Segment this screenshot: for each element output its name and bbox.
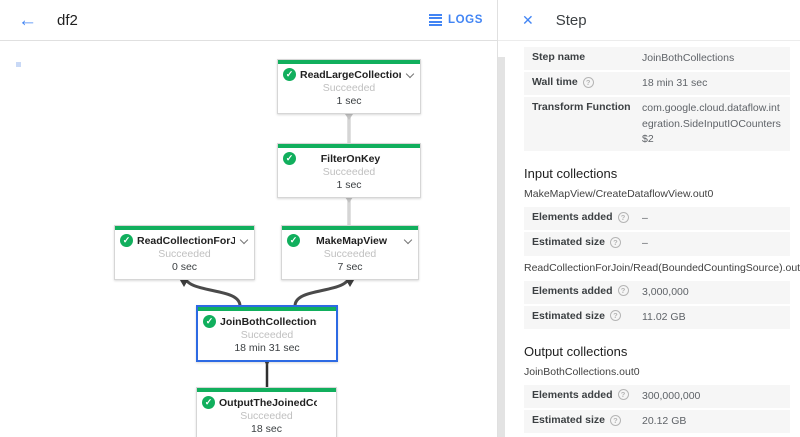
success-check-icon: ✓: [287, 234, 300, 247]
graph-node-readcollectionforjoin[interactable]: ✓ ReadCollectionForJoin Succeeded 0 sec: [114, 225, 255, 280]
row-value: com.google.cloud.dataflow.integration.Si…: [642, 102, 781, 145]
graph-node-makemapview[interactable]: ✓ MakeMapView Succeeded 7 sec: [281, 225, 419, 280]
row-label: Transform Function: [532, 101, 631, 114]
node-title: ReadLargeCollectionFr...: [300, 68, 401, 81]
summary-row-step-name: Step name JoinBothCollections: [524, 47, 790, 71]
node-status: Succeeded: [323, 248, 377, 260]
metric-row: Estimated size ? –: [524, 232, 790, 256]
row-value: 300,000,000: [642, 389, 701, 402]
row-label: Elements added: [532, 284, 613, 297]
job-title: df2: [57, 11, 78, 29]
panel-scrollbar[interactable]: [498, 57, 505, 437]
metric-row: Elements added ? 300,000,000: [524, 384, 790, 409]
node-status: Succeeded: [322, 166, 376, 178]
logs-button[interactable]: LOGS: [429, 13, 483, 27]
output-collections-heading: Output collections: [524, 343, 628, 359]
step-details-panel: ✕ Step Step name JoinBothCollections Wal…: [498, 0, 800, 437]
help-icon[interactable]: ?: [609, 310, 621, 322]
row-value: –: [642, 212, 648, 225]
row-label: Estimated size: [532, 414, 605, 427]
chevron-down-icon[interactable]: [239, 235, 249, 246]
node-duration: 7 sec: [337, 261, 363, 273]
panel-body: Step name JoinBothCollections Wall time …: [498, 41, 800, 437]
canvas-dot: [16, 62, 21, 67]
back-arrow-icon[interactable]: ←: [18, 9, 37, 31]
chevron-down-icon[interactable]: [403, 235, 413, 246]
graph-section: ← df2 LOGS: [0, 0, 498, 437]
row-label: Step name: [532, 51, 586, 63]
node-status-bar: [197, 388, 336, 392]
node-duration: 0 sec: [171, 261, 198, 273]
node-status-bar: [278, 144, 420, 148]
success-check-icon: ✓: [120, 234, 133, 247]
help-icon[interactable]: ?: [609, 414, 621, 426]
row-value: JoinBothCollections: [642, 52, 735, 64]
node-title: OutputTheJoinedCollec...: [219, 396, 317, 409]
logs-list-icon: [429, 13, 442, 27]
metric-row: Elements added ? 3,000,000: [524, 280, 790, 304]
node-status: Succeeded: [158, 248, 211, 260]
logs-button-label: LOGS: [448, 14, 483, 26]
chevron-down-icon[interactable]: [405, 69, 415, 80]
row-value: 18 min 31 sec: [642, 77, 708, 90]
success-check-icon: ✓: [283, 152, 296, 165]
success-check-icon: ✓: [203, 315, 216, 328]
graph-node-outputthejoined[interactable]: ✓ OutputTheJoinedCollec... Succeeded 18 …: [196, 387, 337, 437]
node-status-bar: [115, 226, 254, 230]
graph-node-filteronkey[interactable]: ✓ FilterOnKey Succeeded 1 sec: [277, 143, 421, 198]
row-label: Wall time: [532, 76, 578, 89]
row-label: Estimated size: [532, 309, 605, 322]
graph-node-readlargecollection[interactable]: ✓ ReadLargeCollectionFr... Succeeded 1 s…: [277, 59, 421, 114]
row-value: 20.12 GB: [642, 415, 687, 428]
success-check-icon: ✓: [283, 68, 296, 81]
node-title: MakeMapView: [315, 234, 387, 247]
metric-row: Estimated size ? 20.12 GB: [524, 410, 790, 434]
row-value: 3,000,000: [642, 285, 689, 298]
metric-row: Elements added ? –: [524, 207, 790, 231]
node-duration: 18 min 31 sec: [234, 342, 300, 354]
node-title: JoinBothCollections: [220, 315, 317, 328]
metric-row: Estimated size ? 11.02 GB: [524, 305, 790, 329]
node-title: ReadCollectionForJoin: [137, 234, 235, 247]
summary-row-transform-function: Transform Function com.google.cloud.data…: [524, 97, 790, 152]
row-label: Elements added: [532, 388, 613, 401]
row-value: 11.02 GB: [642, 310, 686, 323]
node-duration: 1 sec: [336, 179, 362, 191]
node-status-bar: [282, 226, 418, 230]
node-duration: 18 sec: [251, 423, 282, 435]
job-header: ← df2 LOGS: [0, 0, 497, 41]
collection-name: JoinBothCollections.out0: [524, 365, 640, 378]
input-collections-heading: Input collections: [524, 166, 618, 182]
close-icon[interactable]: ✕: [522, 11, 534, 28]
collection-name: ReadCollectionForJoin/Read(BoundedCounti…: [524, 261, 800, 274]
graph-node-joinbothcollections[interactable]: ✓ JoinBothCollections Succeeded 18 min 3…: [196, 305, 338, 362]
node-status-bar: [278, 60, 420, 64]
row-value: –: [642, 237, 648, 250]
node-status: Succeeded: [240, 410, 293, 422]
node-status-bar: [198, 307, 336, 311]
summary-row-wall-time: Wall time ? 18 min 31 sec: [524, 72, 790, 96]
node-status: Succeeded: [322, 82, 376, 94]
panel-title: Step: [555, 11, 587, 29]
node-duration: 1 sec: [336, 95, 362, 107]
node-title: FilterOnKey: [320, 152, 381, 165]
pipeline-graph-canvas: ✓ ReadLargeCollectionFr... Succeeded 1 s…: [0, 41, 497, 437]
collection-name: MakeMapView/CreateDataflowView.out0: [524, 188, 714, 201]
help-icon[interactable]: ?: [617, 285, 629, 297]
help-icon[interactable]: ?: [609, 236, 621, 248]
row-label: Estimated size: [532, 236, 605, 249]
success-check-icon: ✓: [202, 396, 215, 409]
panel-header: ✕ Step: [498, 0, 800, 41]
row-label: Elements added: [532, 211, 613, 224]
help-icon[interactable]: ?: [617, 211, 629, 223]
help-icon[interactable]: ?: [582, 76, 594, 88]
help-icon[interactable]: ?: [617, 389, 629, 401]
node-status: Succeeded: [240, 329, 294, 341]
